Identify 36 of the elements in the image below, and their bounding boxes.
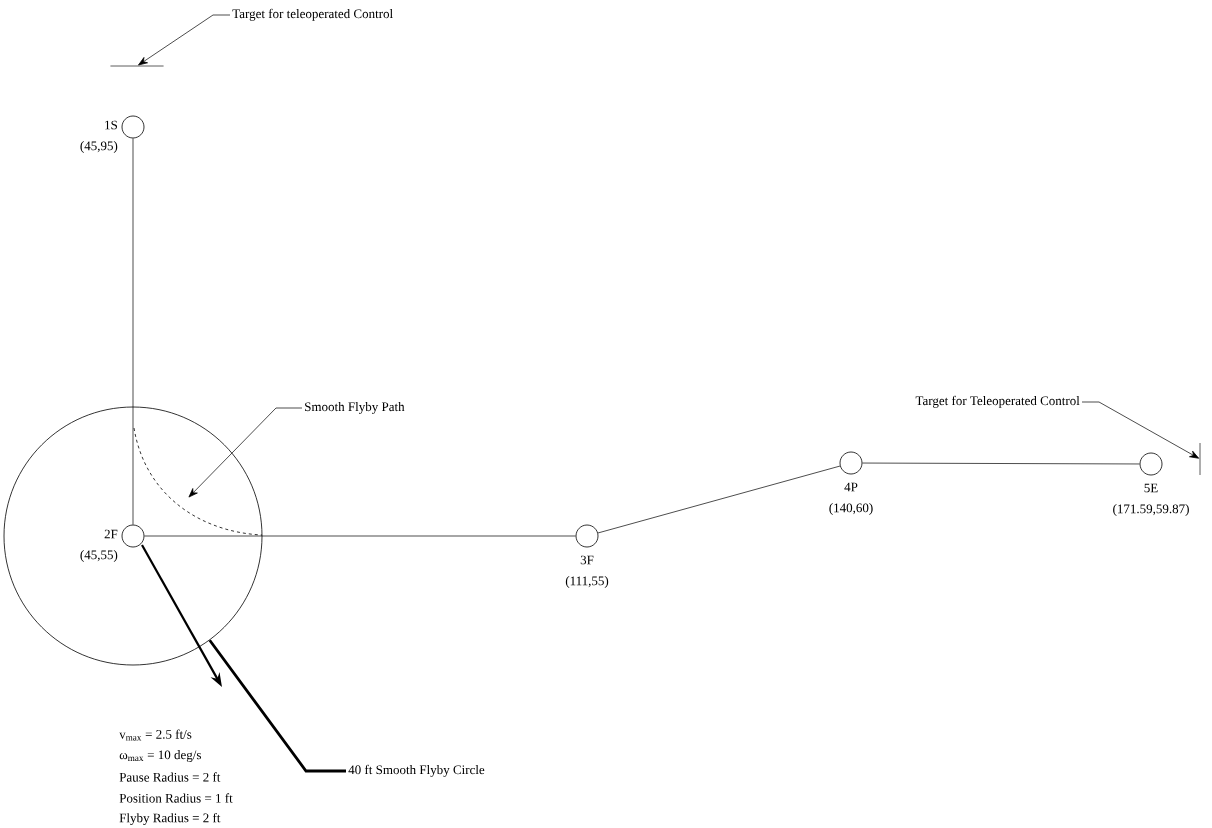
waypoint-circle [121,115,145,139]
flyby-circle [3,406,263,666]
leader-label: Target for Teleoperated Control [915,395,1080,408]
leader-line [208,639,346,773]
parameter-text: Flyby Radius = 2 ft [119,813,221,825]
waypoint-label: 4P [844,482,858,492]
waypoint-circle [121,524,145,548]
target-mark [110,65,164,67]
target-mark [1199,442,1201,476]
flyby-path-arc [133,427,263,536]
leader-line [188,407,303,498]
parameter-text: Pause Radius = 2 ft [119,772,221,782]
waypoint-circle [839,451,863,475]
path-line [144,535,576,537]
waypoint-label: (171.59,59.87) [1113,504,1189,516]
waypoint-label: 5E [1144,483,1158,493]
waypoint-circle [575,524,599,548]
leader-label: Smooth Flyby Path [305,402,405,414]
waypoint-label: 3F [580,555,594,565]
parameter-text: ω$_{max}$ = 10 deg/s [119,750,201,762]
waypoint-label: (111,55) [565,576,609,588]
parameter-text: Position Radius = 1 ft [119,793,233,803]
parameter-text: v$_{max}$ = 2.5 ft/s [119,729,192,741]
waypoint-label: 1S [105,120,117,130]
path-line [132,138,134,525]
leader-line [1081,401,1200,459]
waypoint-circle [1139,452,1163,476]
waypoint-label: (45,95) [80,141,118,153]
leader-label: Target for teleoperated Control [232,8,393,21]
waypoint-label: 2F [104,529,118,539]
waypoint-label: (140,60) [829,503,873,515]
leader-line [138,14,231,66]
path-line [597,465,841,534]
leader-label: 40 ft Smooth Flyby Circle [348,764,485,777]
path-line [862,462,1140,465]
waypoint-label: (45,55) [80,550,118,562]
